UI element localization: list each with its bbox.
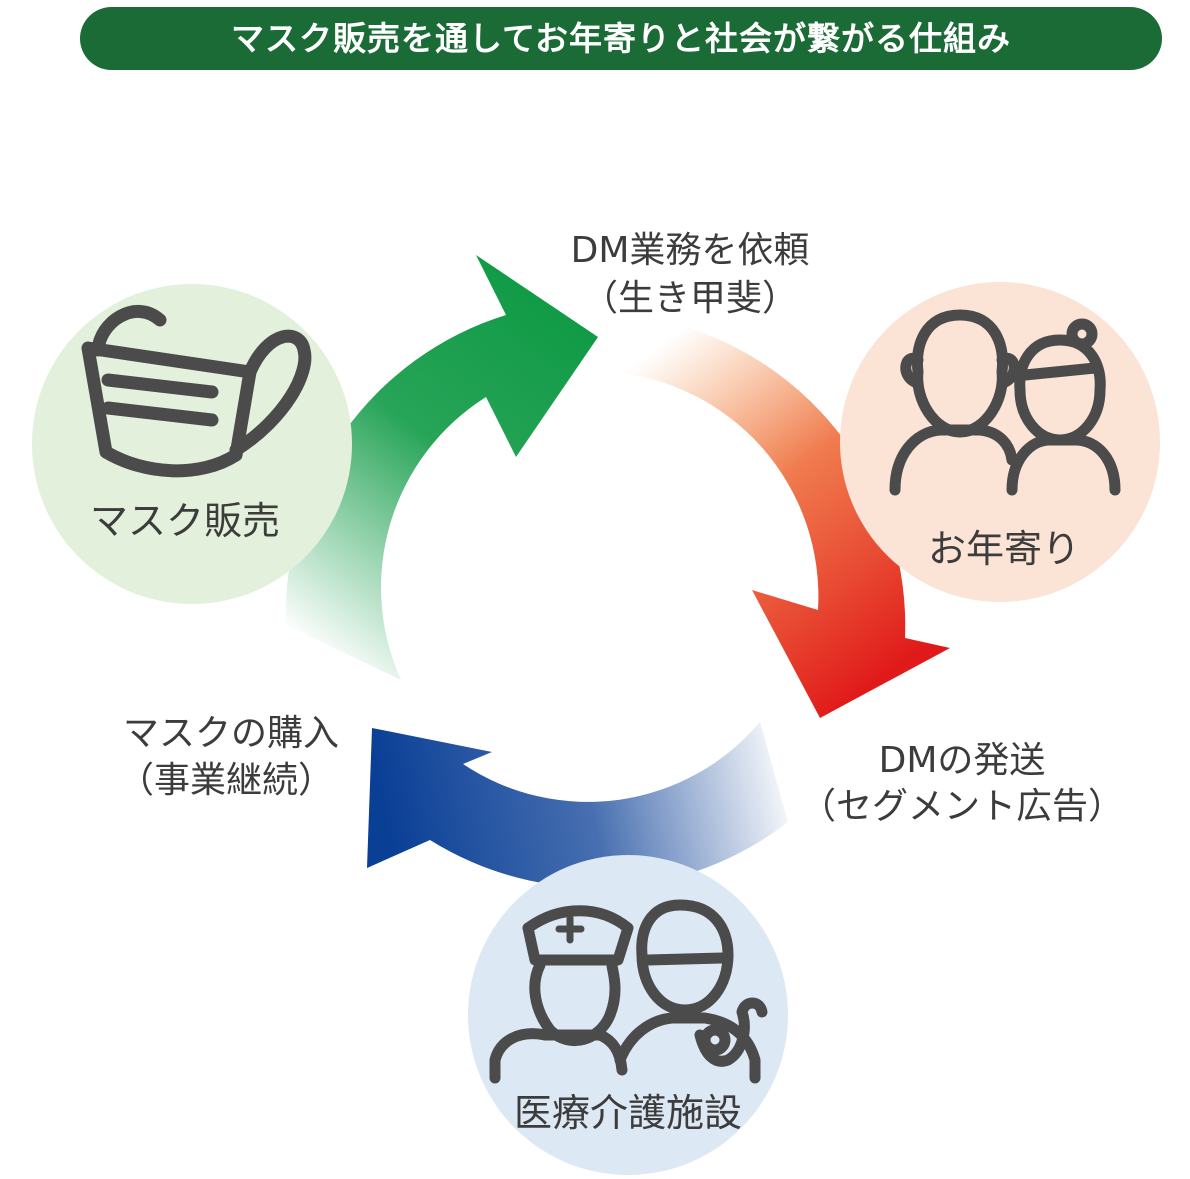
node-elderly: お年寄り <box>840 282 1160 602</box>
flow-dm-send-line1: DMの発送 <box>879 740 1046 781</box>
flow-mask-purchase-line1: マスクの購入 <box>123 713 339 754</box>
flow-dm-send: DMの発送 （セグメント広告） <box>800 740 1124 827</box>
node-mask-sales: マスク販売 <box>32 284 352 604</box>
node-elderly-label: お年寄り <box>928 527 1080 571</box>
node-mask-sales-label: マスク販売 <box>90 499 280 543</box>
node-medical: 医療介護施設 <box>468 855 788 1175</box>
elderly-couple-icon <box>889 309 1121 496</box>
title-banner: マスク販売を通してお年寄りと社会が繋がる仕組み <box>80 7 1162 70</box>
nurse-doctor-icon <box>489 899 768 1084</box>
arrow-mask-purchase <box>367 722 788 888</box>
flow-dm-request: DM業務を依頼 （生き甲斐） <box>571 230 810 319</box>
flow-dm-send-line2: （セグメント広告） <box>800 786 1124 827</box>
arrow-dm-request <box>285 255 598 680</box>
face-mask-icon <box>81 304 312 478</box>
flow-dm-request-line1: DM業務を依頼 <box>571 230 810 271</box>
flow-dm-request-line2: （生き甲斐） <box>582 278 798 319</box>
node-medical-label: 医療介護施設 <box>514 1091 742 1135</box>
flow-mask-purchase-line2: （事業継続） <box>118 760 334 801</box>
node-medical-circle <box>468 855 788 1175</box>
flow-mask-purchase: マスクの購入 （事業継続） <box>118 713 339 801</box>
arrow-dm-send <box>608 323 950 718</box>
node-mask-sales-circle <box>32 284 352 604</box>
